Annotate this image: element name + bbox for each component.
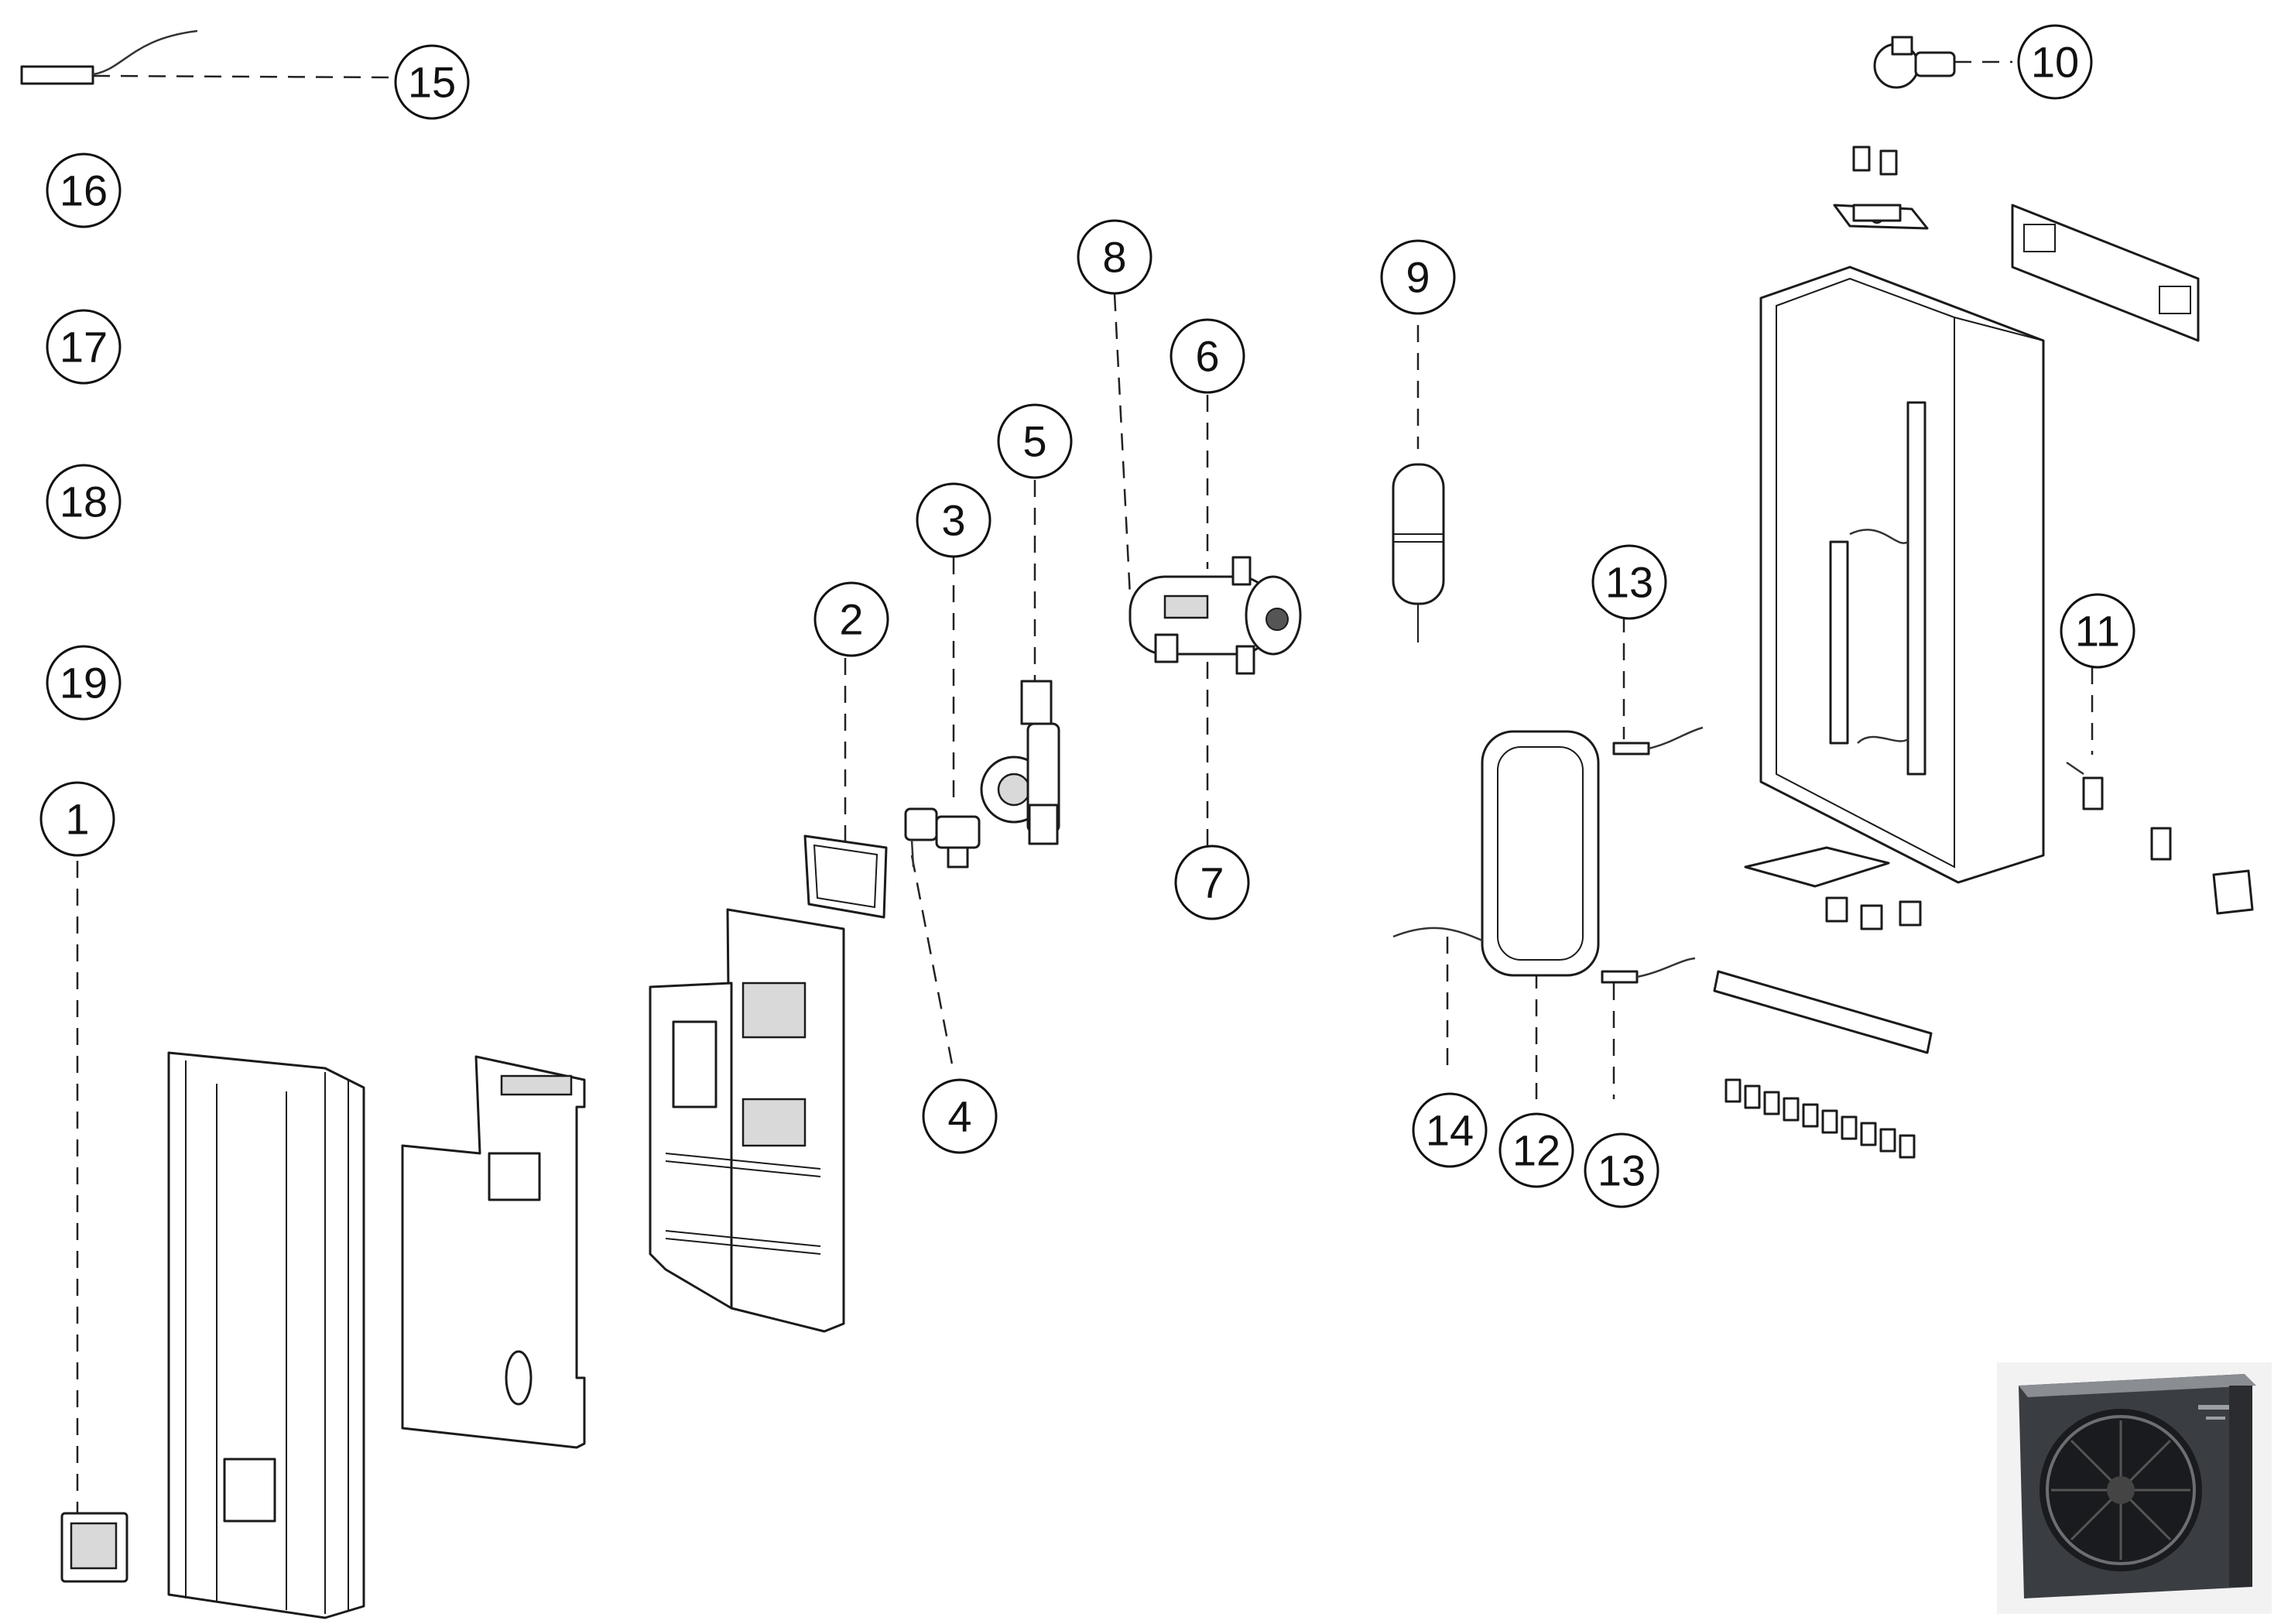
leader-lines (76, 60, 2094, 1517)
part-12-buffer-tank (1392, 726, 1704, 984)
svg-text:10: 10 (2031, 38, 2079, 87)
callouts: 15 16 17 18 19 1 2 3 (39, 24, 2135, 1208)
part-5-pump (980, 680, 1060, 845)
callout-2: 2 (813, 581, 889, 657)
svg-text:12: 12 (1512, 1126, 1560, 1175)
part-2-plate (803, 834, 888, 919)
callout-1: 1 (39, 781, 115, 857)
part-front-cover (167, 1051, 365, 1619)
callout-10: 10 (2017, 24, 2093, 100)
svg-text:19: 19 (60, 659, 108, 708)
svg-text:7: 7 (1200, 858, 1224, 907)
svg-text:17: 17 (60, 323, 108, 372)
svg-text:6: 6 (1195, 332, 1219, 381)
part-cable-glands (1724, 1078, 1916, 1159)
callout-6: 6 (1170, 318, 1245, 394)
svg-text:2: 2 (839, 595, 863, 644)
svg-text:8: 8 (1102, 233, 1126, 282)
part-9-expansion-vessel (1392, 463, 1445, 642)
svg-text:1: 1 (65, 795, 89, 844)
svg-text:9: 9 (1406, 253, 1430, 302)
callout-3: 3 (916, 482, 992, 558)
svg-text:4: 4 (947, 1092, 971, 1141)
callout-13-bottom: 13 (1584, 1132, 1659, 1208)
callout-13-top: 13 (1591, 544, 1667, 620)
svg-text:18: 18 (60, 478, 108, 526)
svg-text:11: 11 (2075, 607, 2120, 656)
callout-9: 9 (1380, 239, 1456, 315)
svg-text:16: 16 (60, 166, 108, 215)
part-11-safety-valve (2066, 761, 2254, 915)
svg-text:13: 13 (1598, 1146, 1646, 1195)
callout-8: 8 (1077, 219, 1152, 295)
part-hydraulic-cabinet (1759, 204, 2045, 884)
outdoor-unit-illustration (1997, 1362, 2272, 1614)
callout-18: 18 (46, 464, 122, 540)
part-drip-tray (1744, 846, 1922, 930)
callout-19: 19 (46, 645, 122, 721)
callout-5: 5 (997, 403, 1073, 479)
part-inner-panel (401, 1055, 586, 1449)
callout-12: 12 (1498, 1112, 1574, 1188)
part-1-control-panel (60, 1512, 128, 1583)
callout-16: 16 (46, 152, 122, 228)
callout-15: 15 (394, 44, 470, 120)
part-mounting-rail (1713, 970, 1933, 1054)
svg-text:5: 5 (1022, 417, 1046, 466)
part-10-valve (1873, 36, 1956, 89)
callout-17: 17 (46, 309, 122, 385)
svg-text:15: 15 (408, 58, 456, 107)
callout-4: 4 (922, 1078, 998, 1154)
svg-text:3: 3 (941, 496, 965, 545)
svg-text:13: 13 (1605, 558, 1653, 607)
part-wall-bracket (2011, 204, 2200, 342)
part-15-sensor (20, 29, 198, 85)
callout-11: 11 (2060, 593, 2135, 669)
part-6-heat-exchanger (1129, 556, 1302, 675)
part-3-valve (904, 807, 981, 869)
callout-7: 7 (1174, 845, 1250, 920)
callout-14: 14 (1412, 1092, 1488, 1168)
part-electrical-box (649, 908, 845, 1333)
svg-text:14: 14 (1426, 1106, 1474, 1155)
